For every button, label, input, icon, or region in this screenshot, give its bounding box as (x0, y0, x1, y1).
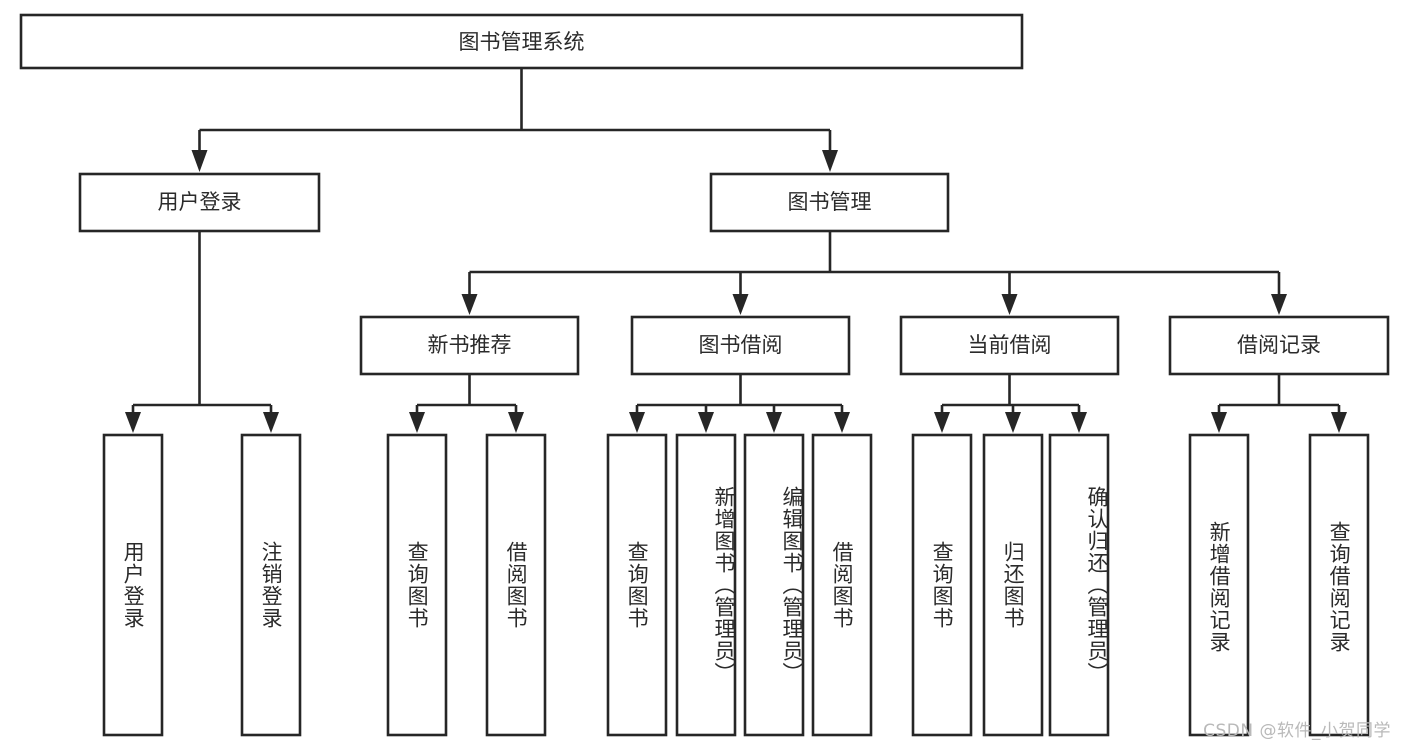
arrow-head-borrow-record (1271, 294, 1287, 315)
label-root: 图书管理系统 (459, 30, 585, 54)
label-new-book-recommend: 新书推荐 (428, 333, 512, 357)
node-box-leaf-edit-book-admin[interactable] (743, 433, 805, 737)
node-box-leaf-logout-login[interactable] (240, 433, 302, 737)
arrow-head-leaf-query-book-borrow (629, 412, 645, 433)
node-box-book-borrow[interactable] (630, 315, 851, 376)
node-boxes (19, 13, 1390, 737)
arrow-head-leaf-query-book-cur (934, 412, 950, 433)
arrow-head-new-book-recommend (461, 294, 478, 315)
connector-group-new-book-recommend (409, 374, 524, 433)
connector-group-root (191, 68, 838, 172)
node-box-root[interactable] (19, 13, 1024, 70)
arrow-head-current-borrow (1001, 294, 1018, 315)
arrow-head-book-manage (822, 150, 838, 172)
label-book-borrow: 图书借阅 (699, 333, 783, 357)
node-labels-horizontal: 图书管理系统 用户登录 图书管理 新书推荐 图书借阅 当前借阅 借阅记录 (158, 30, 1322, 357)
node-box-leaf-borrow-book[interactable] (811, 433, 873, 737)
connector-group-borrow-record (1211, 374, 1347, 433)
node-box-user-login[interactable] (78, 172, 321, 233)
arrow-head-leaf-query-book-rec (409, 412, 425, 433)
node-box-leaf-confirm-return-admin[interactable] (1048, 433, 1110, 737)
connector-group-book-borrow (629, 374, 850, 433)
node-box-leaf-add-borrow-record[interactable] (1188, 433, 1250, 737)
node-box-leaf-user-login[interactable] (102, 433, 164, 737)
arrow-head-leaf-edit-book-admin (766, 412, 782, 433)
label-current-borrow: 当前借阅 (968, 333, 1052, 357)
node-box-leaf-return-book[interactable] (982, 433, 1044, 737)
node-box-leaf-query-book-borrow[interactable] (606, 433, 668, 737)
node-box-leaf-query-borrow-record[interactable] (1308, 433, 1370, 737)
arrow-head-leaf-return-book (1005, 412, 1021, 433)
watermark-text: CSDN @软件_小贺同学 (1203, 721, 1391, 741)
node-box-leaf-add-book-admin[interactable] (675, 433, 737, 737)
arrow-head-leaf-logout-login (263, 412, 279, 433)
label-borrow-record: 借阅记录 (1237, 333, 1321, 357)
node-box-current-borrow[interactable] (899, 315, 1120, 376)
arrow-head-user-login (191, 150, 208, 172)
label-user-login: 用户登录 (158, 190, 242, 214)
connector-group-user-login (125, 231, 279, 433)
arrow-head-leaf-add-book-admin (698, 412, 714, 433)
arrow-head-leaf-user-login (125, 412, 141, 433)
node-box-book-manage[interactable] (709, 172, 950, 233)
arrow-head-leaf-borrow-book-rec (508, 412, 524, 433)
arrow-head-leaf-query-borrow-record (1331, 412, 1347, 433)
node-box-borrow-record[interactable] (1168, 315, 1390, 376)
connector-group-book-manage (461, 231, 1287, 315)
node-box-leaf-borrow-book-rec[interactable] (485, 433, 547, 737)
connector-group-current-borrow (934, 374, 1087, 433)
arrow-head-leaf-confirm-return-admin (1071, 412, 1087, 433)
node-box-new-book-recommend[interactable] (359, 315, 580, 376)
node-box-leaf-query-book-rec[interactable] (386, 433, 448, 737)
arrow-head-leaf-borrow-book (834, 412, 850, 433)
arrow-head-leaf-add-borrow-record (1211, 412, 1227, 433)
arrow-head-book-borrow (732, 294, 749, 315)
label-book-manage: 图书管理 (788, 190, 872, 214)
node-box-leaf-query-book-cur[interactable] (911, 433, 973, 737)
